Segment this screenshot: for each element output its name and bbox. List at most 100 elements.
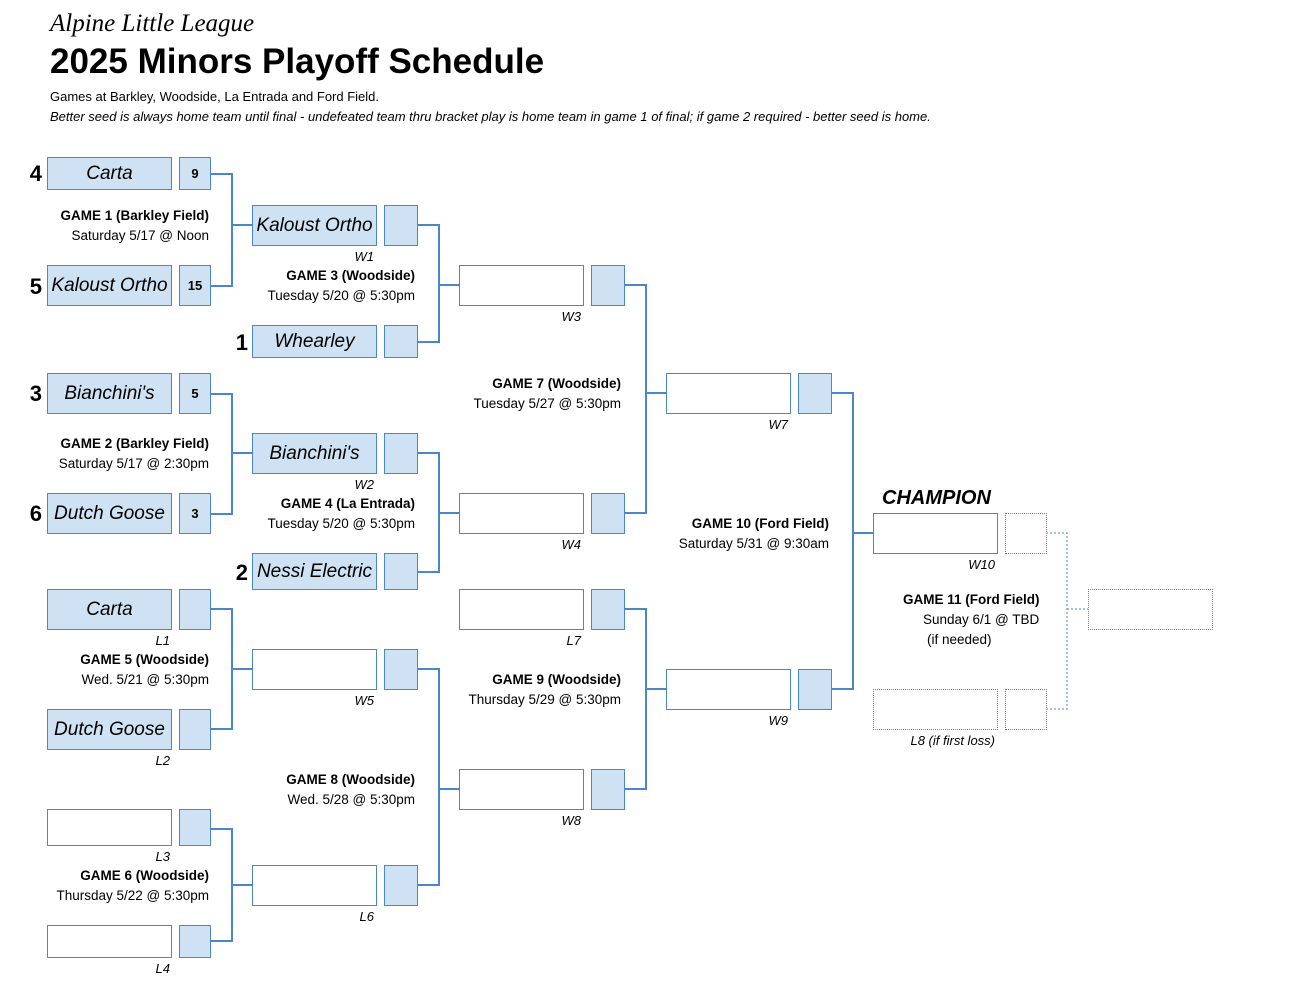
game-time-g3: Tuesday 5/20 @ 5:30pm <box>267 288 415 303</box>
score-g7-bottom <box>591 493 625 534</box>
team-slot-g1-top: Carta <box>47 157 172 190</box>
seed-6: 6 <box>29 501 42 526</box>
label-l1: L1 <box>155 633 170 648</box>
game-title-g3: GAME 3 (Woodside) <box>286 268 415 283</box>
label-l4: L4 <box>155 961 170 976</box>
label-l2: L2 <box>155 753 170 768</box>
score-g10-bottom <box>798 669 832 710</box>
team-slot-g5-bottom: Dutch Goose <box>47 709 172 750</box>
score-g8-bottom <box>384 865 418 906</box>
game-title-g8: GAME 8 (Woodside) <box>286 772 415 787</box>
label-w1: W1 <box>354 249 375 264</box>
label-w4: W4 <box>561 537 582 552</box>
league-name: Alpine Little League <box>50 10 255 37</box>
game-info-g3: GAME 3 (Woodside) Tuesday 5/20 @ 5:30pm <box>226 266 415 306</box>
score-g10-top <box>798 373 832 414</box>
score-g1-top: 9 <box>179 157 211 190</box>
game-title-g11: GAME 11 (Ford Field) <box>903 592 1040 607</box>
final-winner-slot <box>1088 589 1213 630</box>
game-info-g9: GAME 9 (Woodside) Thursday 5/29 @ 5:30pm <box>432 670 621 710</box>
team-slot-g10-bottom <box>666 669 791 710</box>
game-time-g4: Tuesday 5/20 @ 5:30pm <box>267 516 415 531</box>
game-time-g8: Wed. 5/28 @ 5:30pm <box>287 792 415 807</box>
label-l7: L7 <box>566 633 581 648</box>
game-info-g1: GAME 1 (Barkley Field) Saturday 5/17 @ N… <box>20 206 209 246</box>
label-l6: L6 <box>359 909 374 924</box>
game-time-g9: Thursday 5/29 @ 5:30pm <box>468 692 621 707</box>
game-title-g6: GAME 6 (Woodside) <box>80 868 209 883</box>
game-time-g5: Wed. 5/21 @ 5:30pm <box>81 672 209 687</box>
team-slot-g3-top: Kaloust Ortho <box>252 205 377 246</box>
team-slot-g11-top <box>873 513 998 554</box>
game-title-g7: GAME 7 (Woodside) <box>492 376 621 391</box>
score-g7-top <box>591 265 625 306</box>
label-w10: W10 <box>968 557 995 572</box>
game-info-g11: GAME 11 (Ford Field) Sunday 6/1 @ TBD (i… <box>903 590 1073 650</box>
connector-g1 <box>211 173 233 287</box>
subtitle-rules: Better seed is always home team until fi… <box>50 109 931 124</box>
score-g3-bottom <box>384 325 418 358</box>
score-g9-top <box>591 589 625 630</box>
connector-g9 <box>625 608 647 790</box>
score-g5-bottom <box>179 709 211 750</box>
team-slot-g11-bottom <box>873 689 998 730</box>
seed-2: 2 <box>235 560 248 585</box>
score-g8-top <box>384 649 418 690</box>
label-w9: W9 <box>768 713 789 728</box>
team-slot-g4-bottom: Nessi Electric <box>252 553 377 590</box>
team-slot-g2-top: Bianchini's <box>47 373 172 414</box>
game-note-g11: (if needed) <box>927 632 992 647</box>
game-time-g7: Tuesday 5/27 @ 5:30pm <box>473 396 621 411</box>
team-slot-g1-bottom: Kaloust Ortho <box>47 265 172 306</box>
team-slot-g2-bottom: Dutch Goose <box>47 493 172 534</box>
game-time-g10: Saturday 5/31 @ 9:30am <box>678 536 829 551</box>
label-l3: L3 <box>155 849 170 864</box>
label-l8: L8 (if first loss) <box>910 733 995 748</box>
score-g2-top: 5 <box>179 373 211 414</box>
connector-g8 <box>418 668 440 886</box>
team-slot-g6-bottom <box>47 925 172 958</box>
seed-1: 1 <box>235 330 248 355</box>
game-info-g5: GAME 5 (Woodside) Wed. 5/21 @ 5:30pm <box>20 650 209 690</box>
game-time-g2: Saturday 5/17 @ 2:30pm <box>58 456 209 471</box>
score-g4-top <box>384 433 418 474</box>
connector-g4 <box>418 452 440 573</box>
seed-4: 4 <box>29 161 42 186</box>
score-g3-top <box>384 205 418 246</box>
score-g4-bottom <box>384 553 418 590</box>
label-w5: W5 <box>354 693 375 708</box>
team-slot-g7-bottom <box>459 493 584 534</box>
game-info-g4: GAME 4 (La Entrada) Tuesday 5/20 @ 5:30p… <box>226 494 415 534</box>
connector-g11 <box>1046 532 1068 710</box>
team-slot-g8-top <box>252 649 377 690</box>
connector-g5 <box>211 608 233 730</box>
score-g9-bottom <box>591 769 625 810</box>
game-time-g11: Sunday 6/1 @ TBD <box>923 612 1040 627</box>
score-g5-top <box>179 589 211 630</box>
game-title-g2: GAME 2 (Barkley Field) <box>60 436 209 451</box>
score-g2-bottom: 3 <box>179 493 211 534</box>
team-slot-g5-top: Carta <box>47 589 172 630</box>
game-title-g5: GAME 5 (Woodside) <box>80 652 209 667</box>
label-w3: W3 <box>561 309 582 324</box>
team-slot-g8-bottom <box>252 865 377 906</box>
team-slot-g9-top <box>459 589 584 630</box>
score-g11-top <box>1005 513 1047 554</box>
seed-5: 5 <box>29 274 42 299</box>
score-g6-top <box>179 809 211 846</box>
game-title-g9: GAME 9 (Woodside) <box>492 672 621 687</box>
team-slot-g6-top <box>47 809 172 846</box>
score-g1-bottom: 15 <box>179 265 211 306</box>
game-title-g1: GAME 1 (Barkley Field) <box>60 208 209 223</box>
connector-g7 <box>625 284 647 514</box>
team-slot-g3-bottom: Whearley <box>252 325 377 358</box>
score-g11-bottom <box>1005 689 1047 730</box>
page-title: 2025 Minors Playoff Schedule <box>50 42 545 81</box>
connector-g3 <box>418 224 440 343</box>
seed-3: 3 <box>29 381 42 406</box>
label-w7: W7 <box>768 417 789 432</box>
game-info-g8: GAME 8 (Woodside) Wed. 5/28 @ 5:30pm <box>226 770 415 810</box>
game-time-g6: Thursday 5/22 @ 5:30pm <box>56 888 209 903</box>
game-title-g10: GAME 10 (Ford Field) <box>691 516 829 531</box>
